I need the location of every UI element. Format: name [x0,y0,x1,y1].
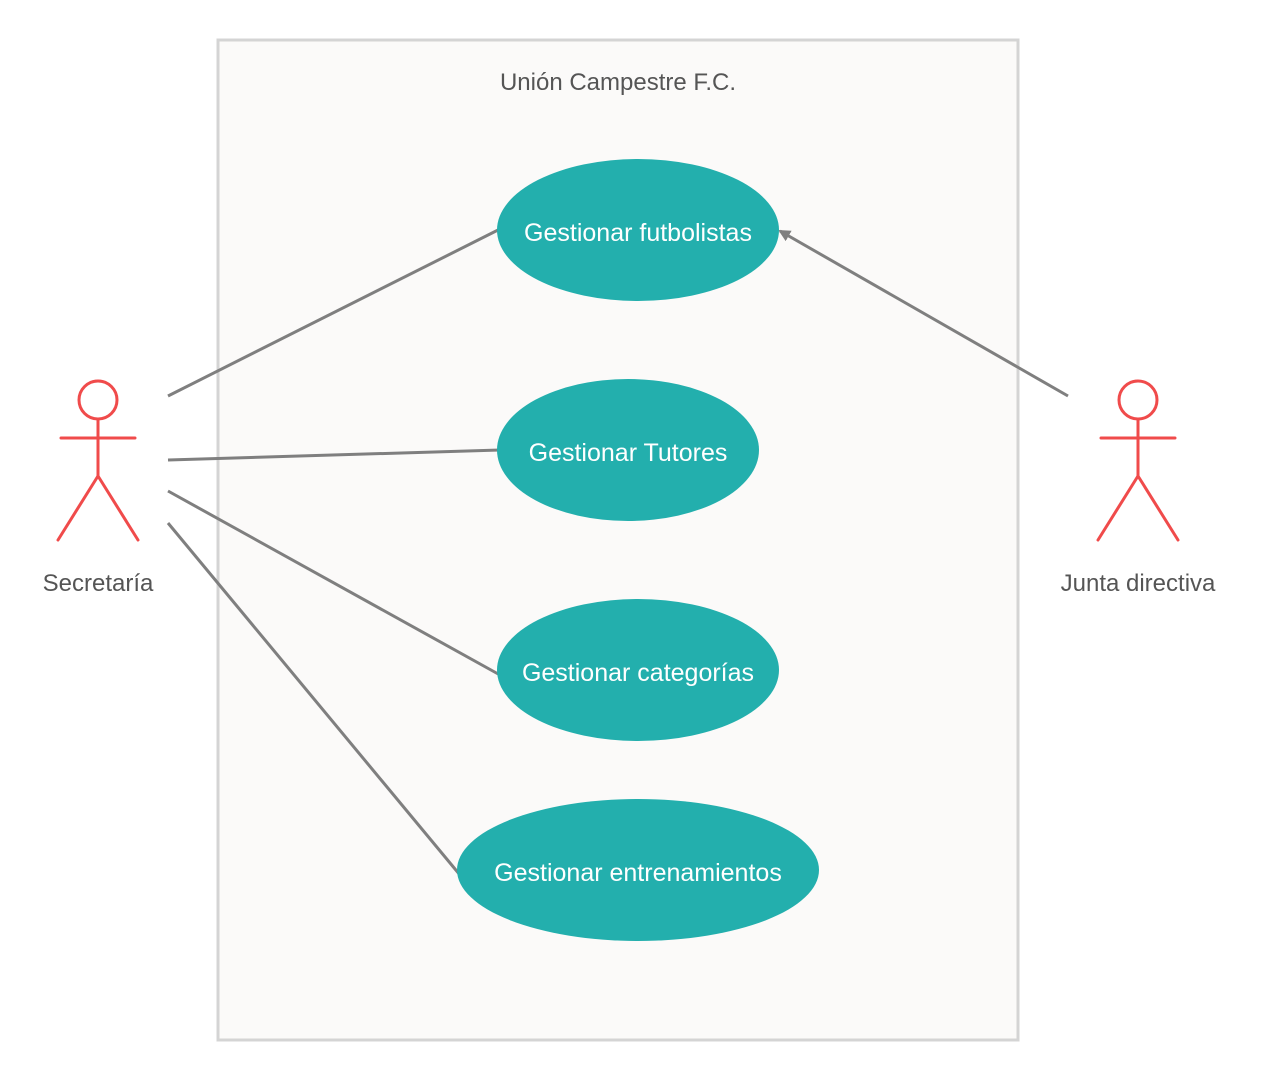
use-case-ellipse [457,799,819,941]
use-case-ellipse [497,379,759,521]
association-junta-futbolistas [778,229,1069,398]
use-case-ellipse [497,599,779,741]
actor-junta-directiva[interactable]: Junta directiva [1061,379,1216,597]
actor-secretaria[interactable]: Secretaría [43,379,154,597]
use-case-tutores[interactable]: Gestionar Tutores [497,379,759,521]
association-secretaria-entrenamientos [166,522,462,876]
association-secretaria-categorias [167,489,501,677]
use-case-label: Gestionar futbolistas [524,219,752,247]
association-secretaria-futbolistas [167,227,501,398]
use-case-futbolistas[interactable]: Gestionar futbolistas [497,159,779,301]
stick-figure-icon [56,379,140,542]
stick-figure-icon [1096,379,1180,542]
association-secretaria-tutores [167,448,501,462]
use-case-ellipse [497,159,779,301]
use-case-label: Gestionar Tutores [529,439,728,467]
actor-label: Junta directiva [1061,570,1216,597]
use-case-label: Gestionar entrenamientos [494,859,782,887]
use-case-categorias[interactable]: Gestionar categorías [497,599,779,741]
use-case-label: Gestionar categorías [522,659,754,687]
associations [166,227,1069,876]
use-case-entrenamientos[interactable]: Gestionar entrenamientos [457,799,819,941]
system-title: Unión Campestre F.C. [500,69,736,96]
actor-label: Secretaría [43,570,154,597]
